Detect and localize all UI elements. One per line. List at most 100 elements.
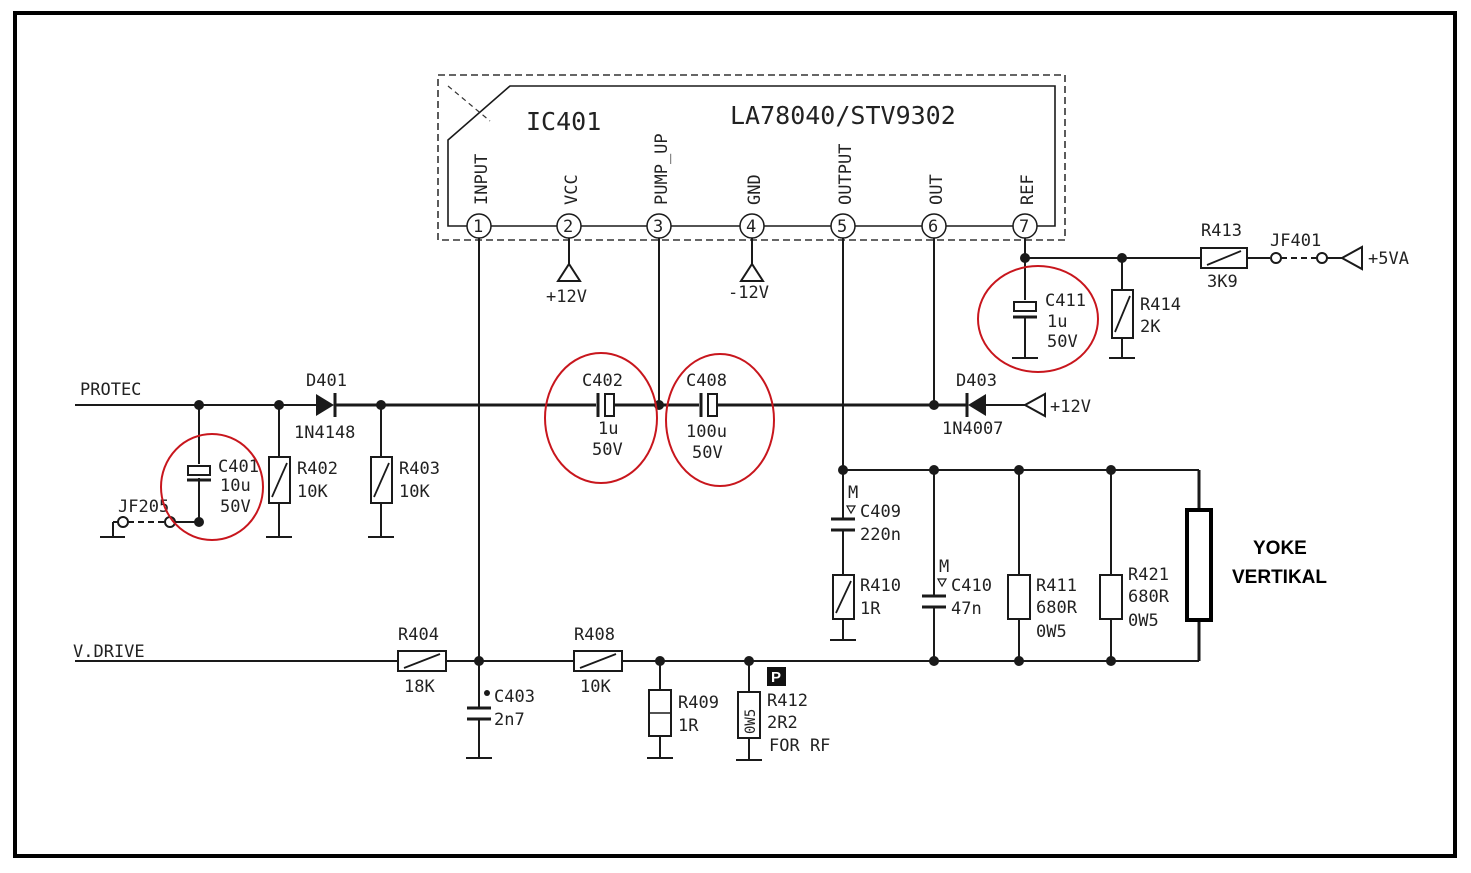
svg-text:10K: 10K [297, 482, 328, 502]
svg-text:6: 6 [928, 217, 938, 237]
yoke-coil: YOKE VERTIKAL [1185, 508, 1327, 622]
svg-text:R414: R414 [1140, 295, 1181, 315]
ic401: IC401 LA78040/STV9302 INPUT VCC PUMP_UP … [437, 74, 1066, 241]
c403: C403 2n7 [467, 687, 535, 730]
pin-2: 2 [556, 213, 582, 239]
svg-text:10K: 10K [580, 677, 611, 697]
supply-5va: +5VA [1339, 245, 1409, 271]
svg-text:C408: C408 [686, 371, 727, 391]
svg-text:R412: R412 [767, 691, 808, 711]
r414: R414 2K [1111, 289, 1181, 339]
svg-text:18K: 18K [404, 677, 435, 697]
c402: C402 1u 50V [582, 371, 623, 460]
r403: R403 10K [370, 456, 440, 504]
d403: D403 1N4007 [942, 371, 1003, 439]
svg-text:-12V: -12V [728, 283, 769, 303]
svg-text:+12V: +12V [1050, 397, 1091, 417]
highlight-circles [160, 265, 1099, 541]
c401: C401 10u 50V [187, 457, 259, 517]
pin-name-1: INPUT [472, 154, 492, 205]
svg-text:C409: C409 [860, 502, 901, 522]
highlight-c411 [977, 265, 1099, 373]
svg-text:1u: 1u [1047, 312, 1067, 332]
svg-text:2n7: 2n7 [494, 710, 525, 730]
svg-text:47n: 47n [951, 599, 982, 619]
pin-4: 4 [739, 213, 765, 239]
svg-text:D401: D401 [306, 371, 347, 391]
svg-text:50V: 50V [592, 440, 623, 460]
svg-text:C410: C410 [951, 576, 992, 596]
r412-badge [767, 667, 786, 686]
c411: C411 1u 50V [1013, 291, 1086, 352]
svg-text:100u: 100u [686, 422, 727, 442]
svg-text:3: 3 [653, 217, 663, 237]
c408: C408 100u 50V [686, 371, 727, 463]
svg-text:680R: 680R [1128, 587, 1170, 607]
svg-text:R402: R402 [297, 459, 338, 479]
pin-name-4: GND [745, 174, 765, 205]
svg-text:0W5: 0W5 [1128, 611, 1159, 631]
yoke-label-2: VERTIKAL [1232, 567, 1327, 588]
svg-text:C403: C403 [494, 687, 535, 707]
svg-text:5: 5 [837, 217, 847, 237]
outer-frame [13, 11, 1457, 858]
supply-d403: +12V [1022, 392, 1091, 418]
svg-text:3K9: 3K9 [1207, 272, 1238, 292]
svg-text:R411: R411 [1036, 576, 1077, 596]
svg-text:1: 1 [473, 217, 483, 237]
svg-text:10u: 10u [220, 476, 251, 496]
svg-text:50V: 50V [692, 443, 723, 463]
r408: R408 10K [573, 625, 623, 697]
pin-7: 7 [1012, 213, 1038, 239]
net-vdrive: V.DRIVE [73, 642, 145, 662]
r411: R411 680R 0W5 [1007, 574, 1078, 642]
svg-text:R410: R410 [860, 576, 901, 596]
pin-name-6: OUT [927, 174, 947, 205]
svg-text:C401: C401 [218, 457, 259, 477]
pin-name-5: OUTPUT [836, 144, 856, 205]
svg-text:2K: 2K [1140, 317, 1161, 337]
svg-text:R421: R421 [1128, 565, 1169, 585]
svg-text:50V: 50V [1047, 332, 1078, 352]
r409: R409 1R [648, 689, 719, 737]
svg-text:7: 7 [1019, 217, 1029, 237]
svg-text:JF401: JF401 [1270, 231, 1321, 251]
svg-text:50V: 50V [220, 497, 251, 517]
c410: M C410 47n [922, 557, 992, 619]
svg-text:220n: 220n [860, 525, 901, 545]
svg-text:1R: 1R [860, 599, 881, 619]
jf401: JF401 [1270, 231, 1328, 264]
net-protec: PROTEC [80, 380, 141, 400]
svg-text:R408: R408 [574, 625, 615, 645]
pin-name-2: VCC [562, 174, 582, 205]
svg-text:C402: C402 [582, 371, 623, 391]
svg-text:0W5: 0W5 [1036, 622, 1067, 642]
svg-text:D403: D403 [956, 371, 997, 391]
svg-text:M: M [848, 483, 858, 503]
highlight-c408 [665, 353, 775, 487]
highlight-c402 [544, 352, 658, 484]
r410: R410 1R [832, 574, 901, 620]
pin-6: 6 [921, 213, 947, 239]
pin-5: 5 [830, 213, 856, 239]
pin-name-7: REF [1018, 174, 1038, 205]
svg-text:10K: 10K [399, 482, 430, 502]
pin-name-3: PUMP_UP [652, 133, 672, 205]
ic-part: LA78040/STV9302 [730, 101, 956, 130]
supply-gnd: -12V [728, 262, 769, 303]
r404: R404 18K [397, 625, 447, 697]
svg-text:+12V: +12V [546, 287, 587, 307]
svg-text:C411: C411 [1045, 291, 1086, 311]
svg-text:1R: 1R [678, 716, 699, 736]
svg-text:R403: R403 [399, 459, 440, 479]
svg-text:M: M [939, 557, 949, 577]
jf205: JF205 [117, 497, 176, 528]
c409: M C409 220n [831, 483, 901, 545]
svg-text:P: P [771, 669, 781, 686]
svg-text:1u: 1u [598, 419, 618, 439]
svg-text:1N4007: 1N4007 [942, 419, 1003, 439]
svg-text:4: 4 [746, 217, 756, 237]
pin-3: 3 [646, 213, 672, 239]
svg-text:1N4148: 1N4148 [294, 423, 355, 443]
